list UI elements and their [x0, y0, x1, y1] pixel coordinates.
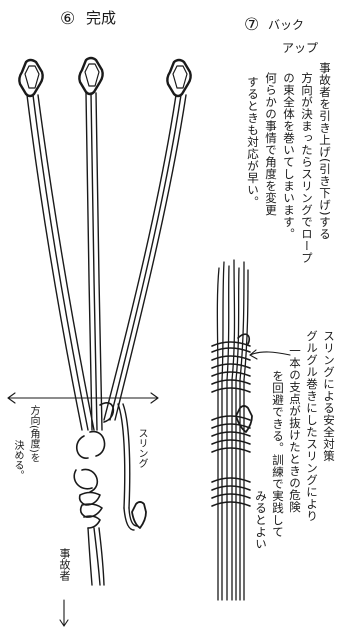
explanation-col-5: するときも対応が早い。	[246, 76, 259, 208]
pointer-arrow	[250, 350, 290, 359]
direction-label: 方向(角度)を	[28, 405, 39, 463]
victim-rope	[88, 528, 104, 585]
safety-col-4: を回避できる。訓練で実践して	[271, 370, 284, 538]
step-7-title-line1: バック	[268, 18, 304, 32]
carabiner-center-icon	[79, 58, 102, 94]
sling-label: スリング	[136, 428, 147, 468]
victim-label: 事故者	[58, 548, 70, 581]
carabiner-right-icon	[167, 60, 190, 96]
safety-col-1: スリングによる安全対策	[322, 330, 335, 462]
explanation-col-3: の束全体を巻いてしまいます。	[282, 72, 295, 240]
anchor-ropes	[27, 93, 186, 430]
step-7-number: ⑦	[244, 15, 259, 35]
explanation-col-2: 方向が決まったらスリングでロープ	[300, 72, 313, 264]
explanation-col-4: 何らかの事情で角度を変更	[264, 72, 277, 216]
safety-col-5: みるとよい	[254, 490, 267, 550]
safety-col-2: グルグル巻きにしたスリングにより	[305, 330, 318, 522]
direction-label-2: 決める。	[12, 440, 23, 480]
step-6-number: ⑥	[60, 9, 75, 29]
safety-col-3: 一本の支点が抜けたときの危険	[288, 345, 301, 513]
carabiner-left-icon	[19, 60, 42, 96]
explanation-col-1: 事故者を引き上げ(引き下げ)する	[318, 62, 331, 240]
victim-arrow-icon	[60, 600, 68, 626]
step-7-title-line2: アップ	[282, 41, 318, 55]
step-6-title: 完成	[86, 9, 116, 27]
